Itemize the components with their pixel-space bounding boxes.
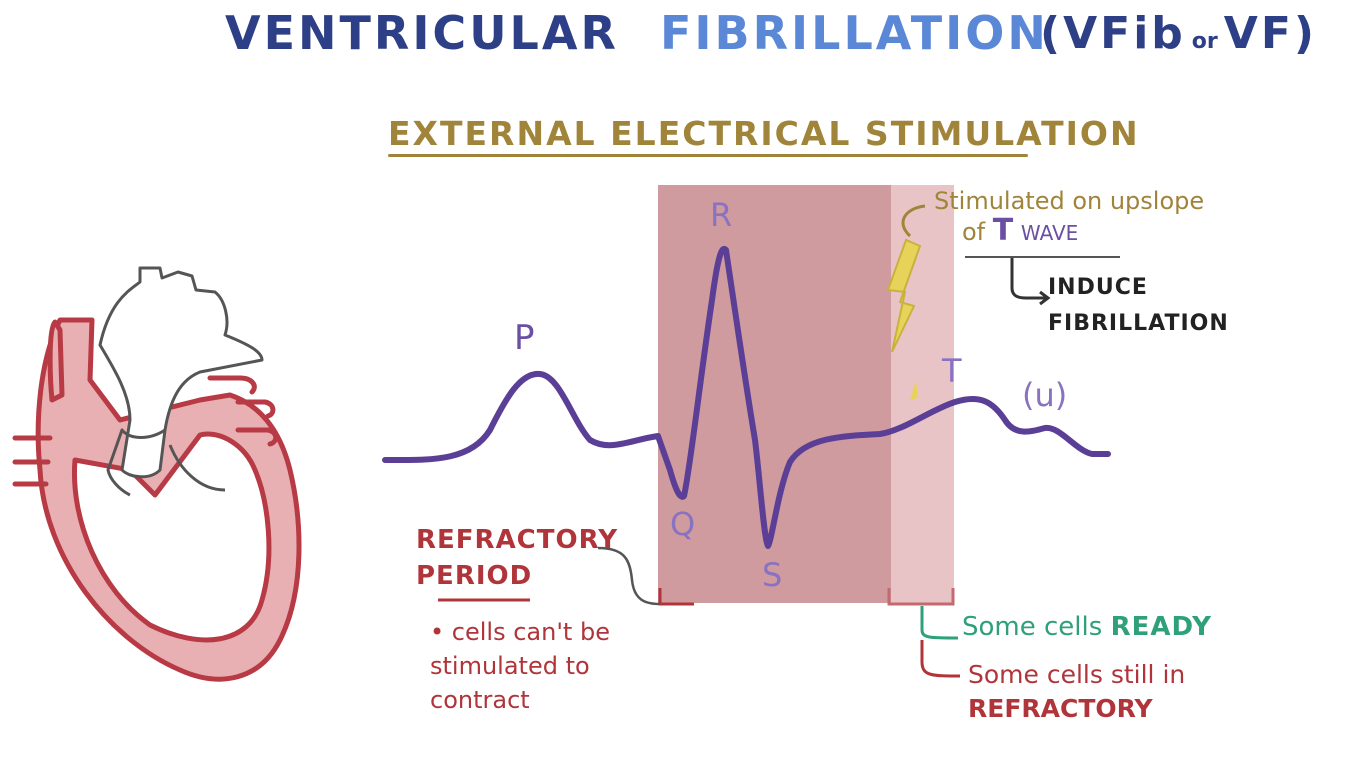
some-cells-refractory: Some cells still in REFRACTORY (968, 658, 1228, 726)
heart-illustration (12, 317, 302, 682)
induce-arrow (1010, 258, 1046, 300)
title-abbrev-vfib: (VFib (1040, 8, 1186, 59)
title-abbrev-or: or (1191, 29, 1218, 54)
some-cells-ready: Some cells READY (962, 612, 1212, 642)
lightning-tail-icon (910, 380, 918, 400)
title-abbrev-vf: VF) (1223, 8, 1317, 59)
label-q-wave: Q (670, 505, 696, 543)
ready-bold: READY (1110, 612, 1212, 642)
stim-underline (965, 256, 1120, 258)
label-u-wave: (u) (1022, 376, 1068, 414)
subtitle-underline (388, 154, 1028, 157)
induce-arrow-head (1039, 290, 1051, 306)
induce-fibrillation: INDUCE FIBRILLATION (1048, 275, 1229, 336)
stim-t: T (992, 213, 1014, 248)
stim-line1: Stimulated on upslope (934, 187, 1205, 215)
refractory-bullet: • cells can't be stimulated to contract (430, 618, 610, 714)
still-refractory-connector (920, 640, 961, 678)
stim-pointer (901, 204, 926, 238)
refractory-period-title: REFRACTORY PERIOD (416, 525, 619, 591)
label-r-wave: R (710, 196, 733, 234)
refr-prefix: Some cells still in (968, 660, 1186, 689)
title-fibrillation: FIBRILLATION (660, 6, 1049, 60)
heart-aorta (98, 266, 264, 497)
label-s-wave: S (762, 556, 783, 594)
refr-bold: REFRACTORY (968, 694, 1153, 723)
relative-bracket (887, 588, 955, 606)
ecg-trace (382, 245, 1111, 549)
stim-wave: WAVE (1020, 221, 1079, 245)
stimulation-note: Stimulated on upslope of T WAVE (934, 186, 1254, 248)
subtitle: EXTERNAL ELECTRICAL STIMULATION (388, 114, 1140, 153)
label-t-wave: T (942, 352, 962, 390)
title-ventricular: VENTRICULAR (225, 6, 619, 60)
ready-connector (920, 606, 959, 640)
refractory-connector (597, 546, 661, 606)
label-p-wave: P (514, 318, 535, 358)
lightning-bolt-icon (886, 238, 922, 353)
stim-of: of (962, 218, 986, 246)
ready-prefix: Some cells (962, 612, 1103, 642)
